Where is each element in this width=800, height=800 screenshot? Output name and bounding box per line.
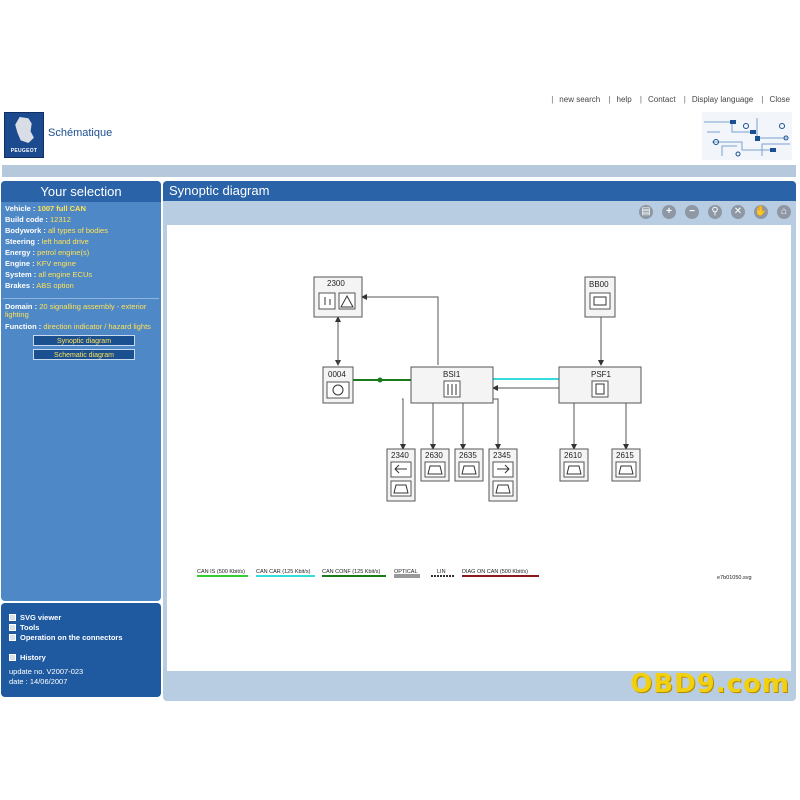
diagram-legend: CAN IS (500 Kbit/s) CAN CAR (125 Kbit/s)… <box>197 569 539 578</box>
contact-link[interactable]: Contact <box>647 95 676 104</box>
selection-function: Function : direction indicator / hazard … <box>5 322 151 331</box>
svg-text:2300: 2300 <box>327 279 345 288</box>
display-language-link[interactable]: Display language <box>691 95 754 104</box>
svg-text:DIAG ON CAN (500 Kbit/s): DIAG ON CAN (500 Kbit/s) <box>462 569 528 575</box>
synoptic-diagram: 2300 0004 BSI1 <box>197 276 752 581</box>
svg-text:2635: 2635 <box>459 451 477 460</box>
checkbox-icon <box>9 624 16 631</box>
svg-text:2345: 2345 <box>493 451 511 460</box>
node-2610[interactable]: 2610 <box>559 448 589 482</box>
node-2345[interactable]: 2345 <box>488 448 518 502</box>
selection-panel: Your selection Vehicle : 1007 full CAN B… <box>1 181 161 601</box>
car-mirror-icon <box>461 465 477 475</box>
selection-title: Your selection <box>1 181 161 202</box>
node-2635[interactable]: 2635 <box>454 448 484 482</box>
selection-row-system: System : all engine ECUs <box>5 270 93 279</box>
fuse-box-icon <box>595 383 605 395</box>
arrow-left-icon <box>394 464 407 474</box>
home-icon[interactable]: ⌂ <box>777 205 791 219</box>
selection-domain: Domain : 20 signalling assembly - exteri… <box>5 302 147 319</box>
app-title: Schématique <box>48 127 113 139</box>
selection-row-energy: Energy : petrol engine(s) <box>5 248 90 257</box>
close-link[interactable]: Close <box>769 95 790 104</box>
hazard-triangle-icon <box>340 294 354 308</box>
svg-text:CAN CONF (125 Kbit/s): CAN CONF (125 Kbit/s) <box>322 569 381 575</box>
menu-item-operation-connectors[interactable]: Operation on the connectors <box>9 633 129 642</box>
checkbox-icon <box>9 614 16 621</box>
selection-divider <box>3 298 159 299</box>
lion-icon <box>15 117 34 143</box>
diagram-canvas[interactable]: 2300 0004 BSI1 <box>167 225 791 671</box>
tools-panel: SVG viewer Tools Operation on the connec… <box>1 603 161 697</box>
diagram-file-name: e7b01050.svg <box>717 575 752 581</box>
switch-icon <box>324 297 331 305</box>
update-number: update no. V2007-023 <box>9 667 84 676</box>
car-rear-icon <box>618 465 634 475</box>
node-bb00[interactable]: BB00 <box>584 276 616 318</box>
checkbox-icon <box>9 654 16 661</box>
help-link[interactable]: help <box>616 95 632 104</box>
selection-row-engine: Engine : KFV engine <box>5 259 76 268</box>
watermark: OBD9.com <box>630 669 790 699</box>
menu-item-history[interactable]: History <box>9 653 46 662</box>
svg-text:2630: 2630 <box>425 451 443 460</box>
new-search-link[interactable]: new search <box>559 95 601 104</box>
arrow-right-icon <box>497 464 510 474</box>
selection-row-bodywork: Bodywork : all types of bodies <box>5 226 108 235</box>
pan-hand-icon[interactable]: ✋ <box>754 205 768 219</box>
magnifier-icon[interactable]: ⚲ <box>708 205 722 219</box>
node-bsi1[interactable]: BSI1 <box>410 366 494 404</box>
brand-name: PEUGEOT <box>10 148 38 154</box>
car-rear-icon <box>566 465 582 475</box>
svg-text:2340: 2340 <box>391 451 409 460</box>
brand-logo: PEUGEOT <box>4 112 44 158</box>
svg-text:2610: 2610 <box>564 451 582 460</box>
junction-dot <box>377 377 383 383</box>
svg-text:BB00: BB00 <box>589 280 609 289</box>
svg-text:0004: 0004 <box>328 370 346 379</box>
menu-item-svg-viewer[interactable]: SVG viewer <box>9 613 61 622</box>
selection-row-vehicle: Vehicle : 1007 full CAN <box>5 204 86 213</box>
node-2630[interactable]: 2630 <box>420 448 450 482</box>
svg-text:CAN IS (500 Kbit/s): CAN IS (500 Kbit/s) <box>197 569 245 575</box>
print-icon[interactable]: ▤ <box>639 205 653 219</box>
top-links: |new search |help |Contact |Display lang… <box>551 95 790 104</box>
car-mirror-icon <box>427 465 443 475</box>
main-title: Synoptic diagram <box>163 181 796 201</box>
synoptic-diagram-button[interactable]: Synoptic diagram <box>33 335 135 346</box>
selection-row-brakes: Brakes : ABS option <box>5 281 74 290</box>
svg-text:OPTICAL: OPTICAL <box>394 569 418 575</box>
svg-text:BSI1: BSI1 <box>443 370 461 379</box>
car-icon <box>495 484 511 494</box>
node-0004[interactable]: 0004 <box>322 366 354 404</box>
header-bar <box>2 165 796 177</box>
schematic-diagram-button[interactable]: Schematic diagram <box>33 349 135 360</box>
battery-icon <box>593 296 607 306</box>
selection-row-steering: Steering : left hand drive <box>5 237 89 246</box>
svg-text:PSF1: PSF1 <box>591 370 612 379</box>
menu-item-tools[interactable]: Tools <box>9 623 39 632</box>
node-2300[interactable]: 2300 <box>313 276 363 318</box>
update-date: date : 14/06/2007 <box>9 677 68 686</box>
checkbox-icon <box>9 634 16 641</box>
ecu-icon <box>447 384 457 395</box>
svg-text:CAN CAR (125 Kbit/s): CAN CAR (125 Kbit/s) <box>256 569 311 575</box>
node-2340[interactable]: 2340 <box>386 448 416 502</box>
zoom-in-icon[interactable]: + <box>662 205 676 219</box>
viewer-toolbar: ▤ + − ⚲ ✕ ✋ ⌂ <box>163 203 796 223</box>
zoom-out-icon[interactable]: − <box>685 205 699 219</box>
car-icon <box>393 484 409 494</box>
main-panel: Synoptic diagram ▤ + − ⚲ ✕ ✋ ⌂ <box>163 181 796 701</box>
node-psf1[interactable]: PSF1 <box>558 366 642 404</box>
instrument-panel-icon <box>332 384 344 396</box>
svg-text:2615: 2615 <box>616 451 634 460</box>
selection-row-build-code: Build code : 12312 <box>5 215 71 224</box>
fit-view-icon[interactable]: ✕ <box>731 205 745 219</box>
circuit-art-icon <box>702 112 792 160</box>
svg-text:LIN: LIN <box>437 569 446 575</box>
node-2615[interactable]: 2615 <box>611 448 641 482</box>
